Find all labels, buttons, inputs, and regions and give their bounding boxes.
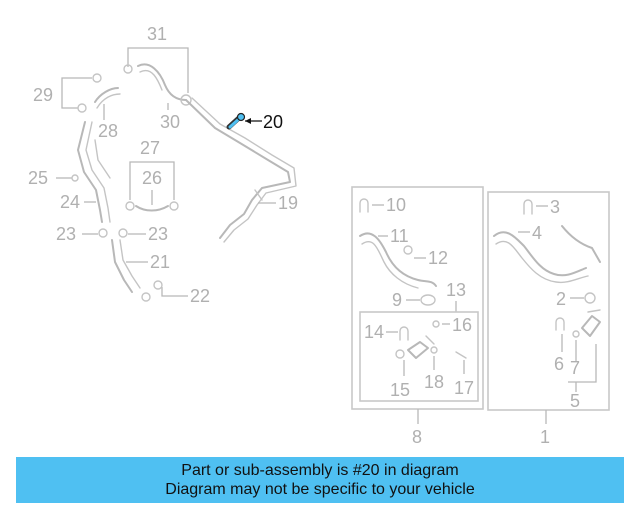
fitting-part <box>587 309 601 313</box>
callout-6: 6 <box>554 354 564 374</box>
bolt-part-20[interactable] <box>226 112 246 130</box>
hose-part <box>361 241 419 289</box>
clamp-part <box>403 245 413 255</box>
callout-21: 21 <box>150 252 170 272</box>
oring-part <box>430 346 438 354</box>
callout-24: 24 <box>60 192 80 212</box>
pipe-part <box>185 99 291 239</box>
hose-part <box>137 63 187 101</box>
hose-part <box>96 93 121 109</box>
callout-9: 9 <box>392 290 402 310</box>
callout-4: 4 <box>532 223 542 243</box>
leader-31 <box>127 47 189 93</box>
clamp-part <box>71 174 79 182</box>
clip-part <box>555 317 565 331</box>
callout-25: 25 <box>28 168 48 188</box>
callout-17: 17 <box>454 378 474 398</box>
clip-part <box>399 326 409 341</box>
callout-1: 1 <box>540 427 550 447</box>
arrow-20 <box>245 118 251 124</box>
pin-part <box>455 351 467 359</box>
banner-line-1: Part or sub-assembly is #20 in diagram <box>181 462 459 479</box>
leader-29 <box>61 77 92 109</box>
callout-3: 3 <box>550 197 560 217</box>
hose-part <box>119 239 141 289</box>
callout-11: 11 <box>390 226 409 246</box>
callout-2: 2 <box>556 289 566 309</box>
callout-26: 26 <box>142 168 162 188</box>
oring-part <box>395 349 405 359</box>
clamp-part <box>141 292 151 302</box>
callout-20: 20 <box>263 112 283 132</box>
callout-10: 10 <box>386 195 406 215</box>
clamp-part <box>584 292 596 304</box>
leader-27 <box>129 161 175 200</box>
hose-part <box>561 225 601 263</box>
callout-28: 28 <box>98 121 118 141</box>
leader-5 <box>568 344 597 383</box>
assembly-box-1 <box>487 191 610 411</box>
callout-15: 15 <box>390 380 410 400</box>
fitting-part <box>581 315 601 337</box>
callout-19: 19 <box>278 193 298 213</box>
callout-22: 22 <box>190 286 210 306</box>
clamp-part <box>118 228 128 238</box>
hose-part <box>111 239 133 293</box>
callout-23-right: 23 <box>148 224 168 244</box>
clamp-part <box>169 201 179 211</box>
pipe-part <box>191 97 297 243</box>
clamp-part <box>153 280 163 290</box>
banner-line-2: Diagram may not be specific to your vehi… <box>165 481 475 498</box>
seal-part <box>420 294 436 306</box>
hose-part <box>85 121 111 223</box>
callout-12: 12 <box>428 248 448 268</box>
oring-part <box>572 330 580 338</box>
callout-23-left: 23 <box>56 224 76 244</box>
clip-part <box>359 198 369 213</box>
clamp-part <box>125 201 135 211</box>
callout-30: 30 <box>160 112 180 132</box>
callout-5: 5 <box>570 391 580 411</box>
callout-27: 27 <box>140 138 160 158</box>
info-banner: Part or sub-assembly is #20 in diagram D… <box>16 457 624 503</box>
clamp-part <box>432 320 440 328</box>
callout-31: 31 <box>147 24 167 44</box>
fitting-part <box>425 335 435 345</box>
parts-diagram: 31 30 19 20 29 28 25 24 27 26 23 <box>28 24 610 447</box>
leader-22 <box>161 287 188 297</box>
hose-part <box>94 139 111 179</box>
hose-part <box>77 121 103 223</box>
callout-18: 18 <box>424 372 444 392</box>
clip-part <box>523 199 533 215</box>
callout-29: 29 <box>33 85 53 105</box>
callout-7: 7 <box>570 358 580 378</box>
hose-part <box>493 231 587 277</box>
clamp-part <box>123 64 133 74</box>
hose-part <box>94 87 119 103</box>
clamp-part <box>98 228 108 238</box>
sub-assembly-box-13 <box>359 311 479 402</box>
clamp-part <box>77 103 87 113</box>
hose-part <box>139 69 163 91</box>
callout-8: 8 <box>412 427 422 447</box>
hose-part <box>359 232 437 287</box>
callout-14: 14 <box>364 322 384 342</box>
clamp-part <box>92 73 102 83</box>
pipe-part <box>254 189 263 201</box>
hose-part <box>135 205 169 212</box>
fitting-part <box>407 341 429 359</box>
clamp-part <box>180 94 192 106</box>
callout-16: 16 <box>452 315 472 335</box>
callout-13: 13 <box>446 280 466 300</box>
hose-part <box>495 240 589 284</box>
